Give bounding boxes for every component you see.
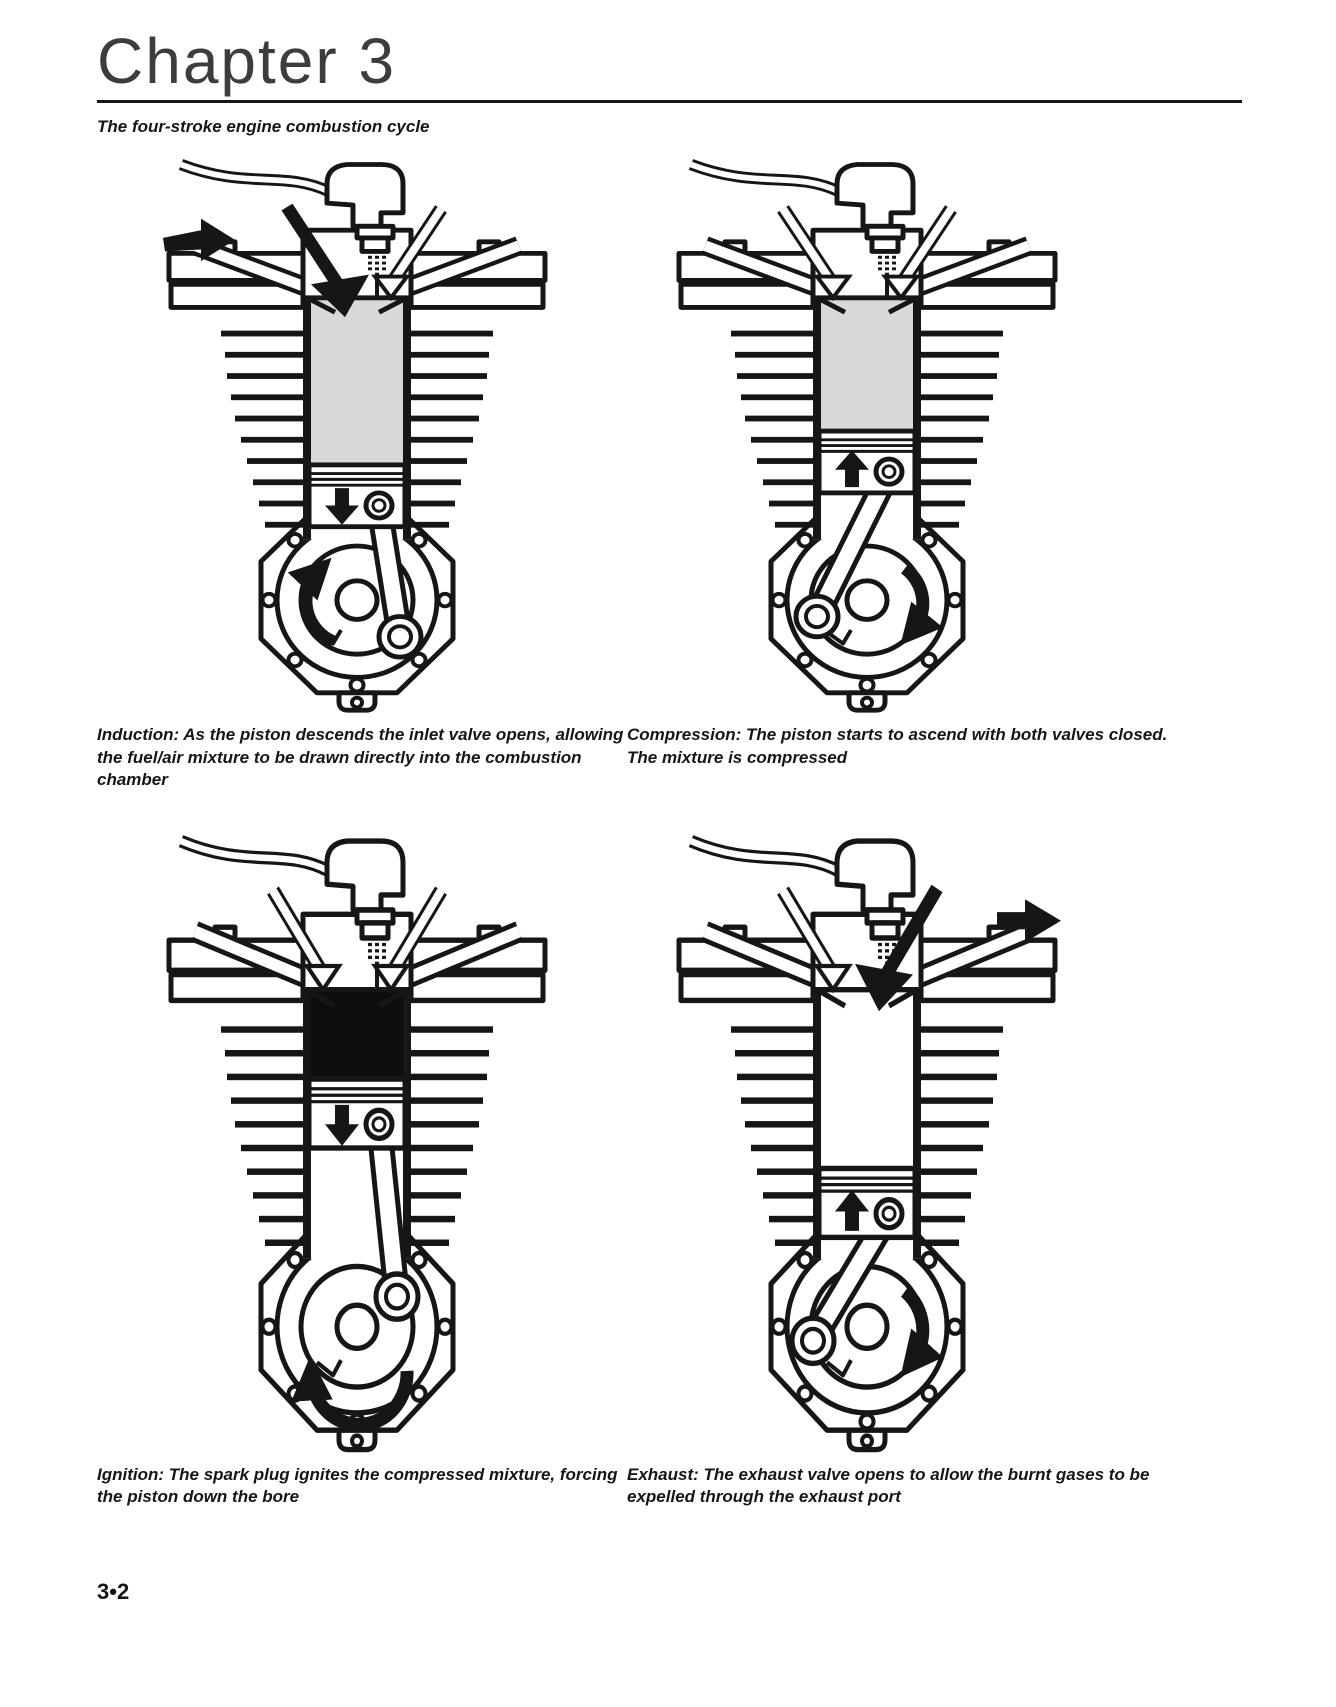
fuel-air-mixture-fill (311, 300, 403, 470)
page-number: 3•2 (97, 1578, 130, 1604)
cooling-fins-right (405, 1026, 493, 1246)
diagram-grid: Induction: As the piston descends the in… (97, 151, 1276, 1508)
ignition-diagram-wrap (97, 826, 627, 1456)
induction-figure: Induction: As the piston descends the in… (97, 151, 627, 791)
exhaust-engine-diagram (667, 826, 1067, 1456)
crank-rotation-arrow-icon (900, 1285, 944, 1377)
induction-diagram-wrap (97, 151, 627, 716)
title-divider (97, 100, 1242, 104)
piston (309, 465, 405, 527)
piston (309, 1079, 405, 1148)
cooling-fins-right (915, 331, 1003, 529)
induction-caption: Induction: As the piston descends the in… (97, 725, 624, 790)
intake-flow-arrow-icon (163, 218, 235, 262)
compressed-mixture-fill (821, 300, 913, 436)
ignition-engine-diagram (157, 826, 557, 1456)
cooling-fins-left (221, 331, 309, 529)
ignition-caption: Ignition: The spark plug ignites the com… (97, 1464, 618, 1507)
cooling-fins-left (731, 331, 819, 529)
ignition-figure: Ignition: The spark plug ignites the com… (97, 826, 627, 1509)
ignited-mixture-fill (311, 991, 403, 1084)
exhaust-flow-arrow-icon (997, 898, 1061, 943)
compression-figure: Compression: The piston starts to ascend… (627, 151, 1276, 791)
cooling-fins-right (405, 331, 493, 529)
cooling-fins-left (731, 1026, 819, 1246)
compression-diagram-wrap (627, 151, 1276, 716)
cylinder-head-and-spark-plug (169, 841, 545, 1006)
piston (819, 431, 915, 493)
cooling-fins-left (221, 1026, 309, 1246)
manual-page: Chapter 3 The four-stroke engine combust… (97, 25, 1276, 1604)
compression-engine-diagram (667, 151, 1067, 716)
page-title: Chapter 3 (97, 25, 397, 97)
compression-caption: Compression: The piston starts to ascend… (627, 725, 1168, 767)
cooling-fins-right (915, 1026, 1003, 1246)
induction-engine-diagram (157, 151, 557, 716)
connecting-rod (366, 1122, 421, 1322)
connecting-rod (793, 466, 901, 640)
exhaust-figure: Exhaust: The exhaust valve opens to allo… (627, 826, 1276, 1509)
crank-rotation-arrow-icon (900, 563, 944, 646)
exhaust-diagram-wrap (627, 826, 1276, 1456)
exhaust-caption: Exhaust: The exhaust valve opens to allo… (627, 1464, 1150, 1507)
piston (819, 1168, 915, 1237)
section-subtitle: The four-stroke engine combustion cycle (97, 117, 430, 137)
cylinder-head-and-spark-plug (679, 165, 1055, 313)
crank-rotation-arrow-icon (291, 1355, 414, 1432)
crank-rotation-arrow-icon (287, 558, 336, 648)
